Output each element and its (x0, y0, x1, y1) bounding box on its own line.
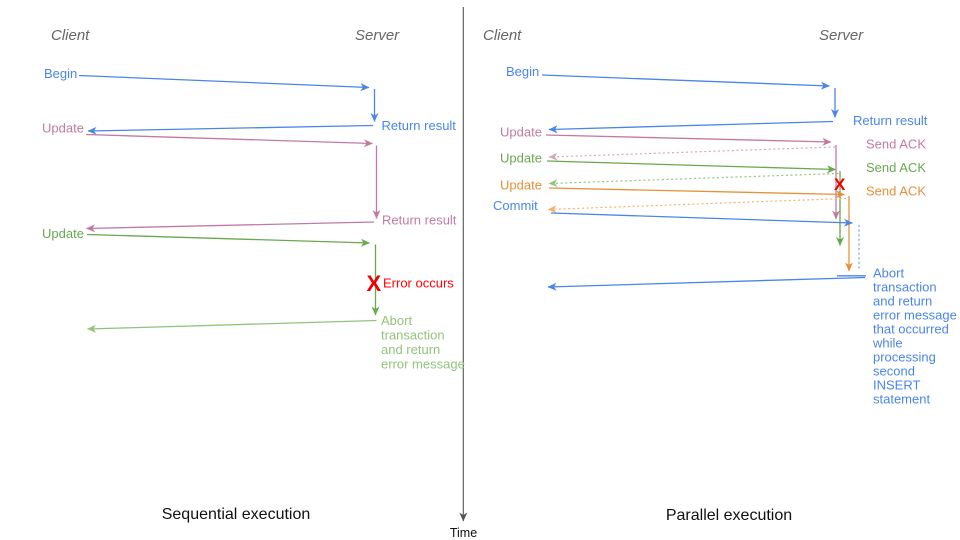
right-client-header: Client (483, 27, 522, 44)
right-send-ack-2-label: Send ACK (866, 160, 926, 175)
time-axis-label: Time (450, 526, 477, 540)
left-abort-line: error message (381, 357, 465, 372)
left-return-result-1-arrow (87, 124, 374, 135)
right-update-2-label: Update (500, 151, 542, 166)
left-error-x-mark: X (367, 271, 382, 296)
time-axis: Time (450, 7, 477, 540)
left-begin-request-arrow (78, 74, 370, 92)
right-send-ack-1-arrow (548, 146, 836, 161)
right-send-ack-3-label: Send ACK (866, 184, 926, 199)
left-return-result-1-label: Return result (382, 118, 457, 133)
right-error-x-mark: X (834, 175, 846, 194)
right-commit-label: Commit (493, 198, 538, 213)
right-abort-line: INSERT (873, 378, 920, 393)
left-update-1-request-arrow (85, 133, 373, 148)
right-abort-line: statement (873, 392, 930, 407)
left-update-1-label: Update (42, 121, 84, 136)
right-abort-return-arrow (547, 276, 866, 291)
right-abort-line: second (873, 364, 915, 379)
left-abort-line: Abort (381, 313, 412, 328)
right-begin-request-arrow (541, 74, 830, 90)
left-abort-message: Abort transaction and return error messa… (381, 313, 465, 372)
right-update-1-label: Update (500, 125, 542, 140)
left-abort-return-arrow (87, 319, 377, 333)
right-abort-line: Abort (873, 266, 904, 281)
right-abort-line: while (872, 336, 903, 351)
parallel-execution-title: Parallel execution (666, 507, 792, 524)
left-update-2-request-arrow (86, 233, 370, 247)
sequential-execution-title: Sequential execution (162, 506, 311, 523)
right-send-ack-1-label: Send ACK (866, 137, 926, 152)
right-send-ack-3-arrow (547, 197, 847, 214)
left-return-result-2-arrow (86, 221, 375, 233)
left-abort-line: and return (381, 342, 440, 357)
right-abort-message: Abort transaction and return error messa… (872, 266, 957, 407)
right-abort-line: processing (873, 350, 936, 365)
left-error-occurs-label: Error occurs (383, 276, 454, 291)
right-update-3-label: Update (500, 178, 542, 193)
right-begin-label: Begin (506, 64, 539, 79)
right-abort-line: error message (873, 308, 957, 323)
right-abort-line: transaction (873, 280, 937, 295)
right-update-2-request-arrow (546, 160, 836, 174)
left-begin-label: Begin (44, 66, 77, 81)
right-server-header: Server (819, 27, 864, 44)
left-client-header: Client (51, 27, 90, 44)
parallel-panel: Client Server Begin Return result Update… (483, 27, 957, 524)
left-server-header: Server (355, 27, 400, 44)
left-update-2-label: Update (42, 226, 84, 241)
left-abort-line: transaction (381, 328, 445, 343)
right-update-3-request-arrow (548, 187, 845, 199)
right-commit-request-arrow (550, 212, 853, 227)
right-update-1-request-arrow (545, 134, 832, 146)
right-abort-line: that occurred (873, 322, 949, 337)
right-return-result-arrow (548, 120, 834, 134)
right-abort-line: and return (873, 294, 932, 309)
right-return-result-label: Return result (853, 113, 928, 128)
left-return-result-2-label: Return result (382, 213, 457, 228)
sequential-panel: Client Server Begin Return result Update… (42, 27, 465, 523)
